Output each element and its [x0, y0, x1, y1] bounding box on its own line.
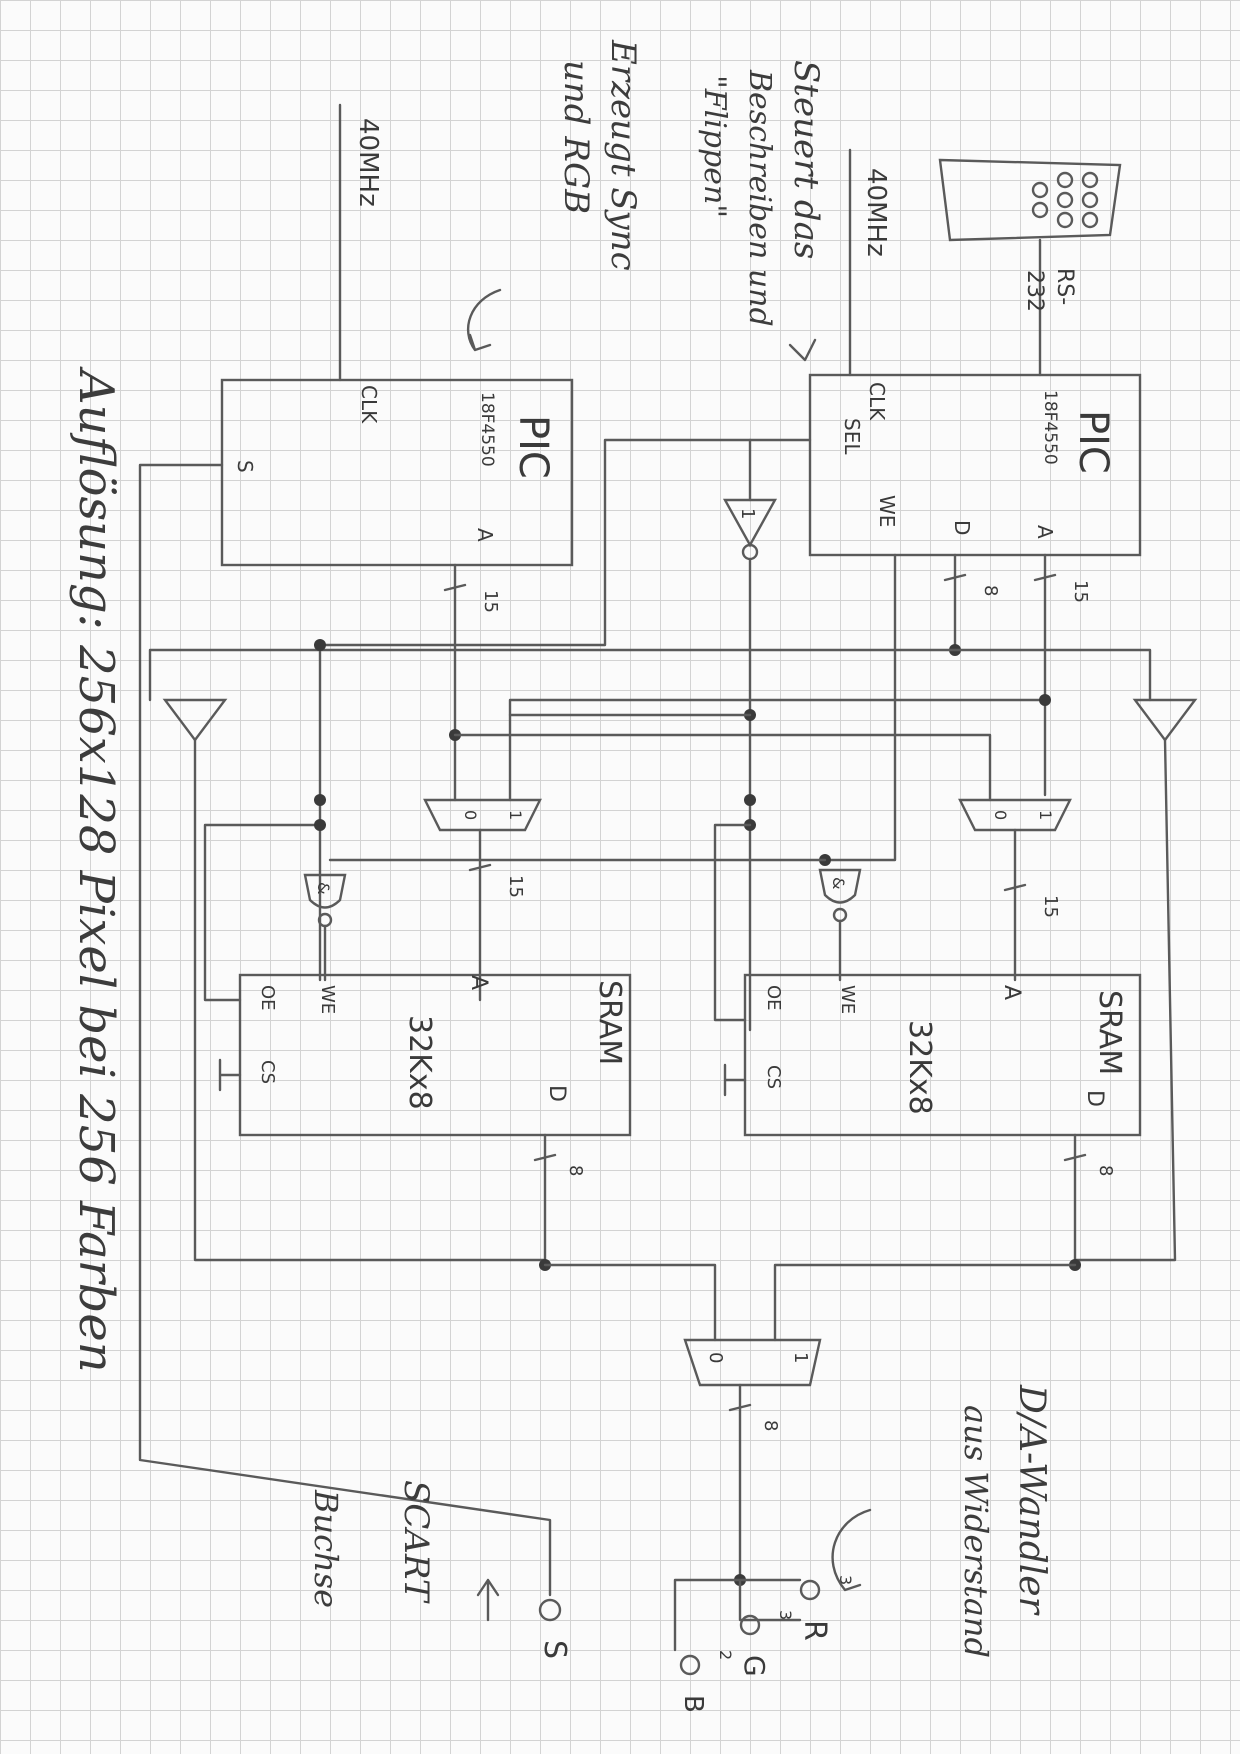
not-gate-label: 1: [737, 508, 758, 519]
pic-1-part: 18F4550: [1040, 390, 1060, 465]
pic-1-pin-d: D: [950, 520, 974, 535]
bus-label-a-mux2: 15: [1040, 895, 1061, 918]
output-g-label: G: [738, 1655, 771, 1677]
sram-2-size: 32Kx8: [902, 1020, 937, 1115]
pic-2-pin-s: S: [233, 460, 257, 473]
tristate-buffer-2: [1132, 698, 1198, 742]
note-scart-line1: SCART: [396, 1480, 436, 1604]
sram-2-pin-d: D: [1082, 1090, 1107, 1107]
output-mux: 0 1: [683, 1338, 822, 1387]
pic-2-pin-clk: CLK: [357, 385, 381, 424]
nand-gate-1: &: [303, 873, 347, 928]
output-b-terminal: [679, 1654, 701, 1676]
pic-2-name: PIC: [510, 415, 556, 479]
rs232-label-1: RS-: [1052, 268, 1077, 305]
note-pic1-line2: Beschreiben und: [742, 69, 777, 327]
sram-2-pin-oe: OE: [763, 985, 784, 1011]
output-s-label: S: [537, 1640, 572, 1659]
note-scart-line2: Buchse: [307, 1489, 345, 1608]
output-mux-in1: 1: [790, 1352, 811, 1363]
clock-2-label: 40MHz: [353, 118, 383, 207]
bus-label-a-mux1: 15: [505, 875, 526, 898]
pic-2-pin-a: A: [473, 528, 497, 542]
note-pic2-line1: Erzeugt Sync: [603, 39, 643, 271]
address-mux-2: 0 1: [958, 798, 1072, 832]
note-pic2-line2: und RGB: [556, 60, 596, 214]
pic-2: [220, 378, 574, 567]
nand-gate-1-label: &: [314, 882, 333, 894]
sram-2-pin-cs: CS: [763, 1065, 784, 1089]
address-mux-1-in1: 1: [506, 810, 525, 820]
sram-1-pin-we: WE: [317, 985, 338, 1014]
sram-2: [743, 973, 1142, 1137]
bus-label-d-sram1: 8: [565, 1165, 586, 1176]
nand-gate-2: &: [818, 868, 862, 923]
note-pic1-line3: "Flippen": [697, 75, 732, 218]
sram-1-pin-d: D: [544, 1085, 569, 1102]
sram-2-pin-we: WE: [837, 985, 858, 1014]
rs232-label-2: 232: [1022, 270, 1047, 312]
pic-1-name: PIC: [1070, 410, 1116, 474]
sram-1-pin-cs: CS: [257, 1060, 278, 1084]
bus-label-a-pic2: 15: [480, 590, 501, 613]
clock-1-label: 40MHz: [861, 168, 891, 257]
rs232-connector: [938, 158, 1122, 242]
pic-1-pin-sel: SEL: [840, 418, 864, 455]
output-s-terminal: [538, 1598, 562, 1622]
address-mux-1-in0: 0: [461, 810, 480, 820]
bus-label-d-out: 8: [760, 1420, 781, 1431]
sram-1-size: 32Kx8: [402, 1015, 437, 1110]
nand-gate-2-label: &: [829, 877, 848, 889]
pic-1-pin-we: WE: [875, 495, 899, 527]
sram-2-pin-a: A: [999, 985, 1024, 1000]
bus-label-a-pic1: 15: [1070, 580, 1091, 603]
not-gate: 1: [722, 498, 778, 561]
output-r-label: R: [797, 1620, 832, 1641]
address-mux-2-in1: 1: [1036, 810, 1055, 820]
sram-1-title: SRAM: [592, 980, 627, 1065]
pic-1: [808, 373, 1142, 557]
note-dac-line2: aus Widerstand: [957, 1405, 995, 1658]
tristate-buffer-1: [162, 698, 228, 742]
pic-2-part: 18F4550: [477, 392, 497, 467]
pic-1-pin-a: A: [1033, 525, 1057, 539]
output-r-terminal: [799, 1579, 821, 1601]
output-b-bits: 2: [716, 1650, 735, 1660]
address-mux-2-in0: 0: [991, 810, 1010, 820]
bus-label-d-sram2: 8: [1095, 1165, 1116, 1176]
sram-2-title: SRAM: [1092, 990, 1127, 1075]
output-g-bits: 3: [776, 1610, 795, 1620]
output-g-terminal: [739, 1614, 761, 1636]
note-dac-line1: D/A-Wandler: [1011, 1384, 1052, 1616]
output-mux-in0: 0: [705, 1352, 726, 1363]
address-mux-1: 0 1: [423, 798, 542, 832]
pic-1-pin-clk: CLK: [865, 382, 889, 421]
note-resolution: Auflösung: 256x128 Pixel bei 256 Farben: [68, 366, 124, 1373]
output-r-bits: 3: [836, 1575, 855, 1585]
sram-1-pin-a: A: [466, 975, 491, 990]
note-pic1-line1: Steuert das: [786, 60, 826, 259]
output-b-label: B: [678, 1695, 708, 1713]
sram-1-pin-oe: OE: [257, 985, 278, 1011]
bus-label-d-pic1: 8: [980, 585, 1001, 596]
sram-1: [238, 973, 632, 1137]
